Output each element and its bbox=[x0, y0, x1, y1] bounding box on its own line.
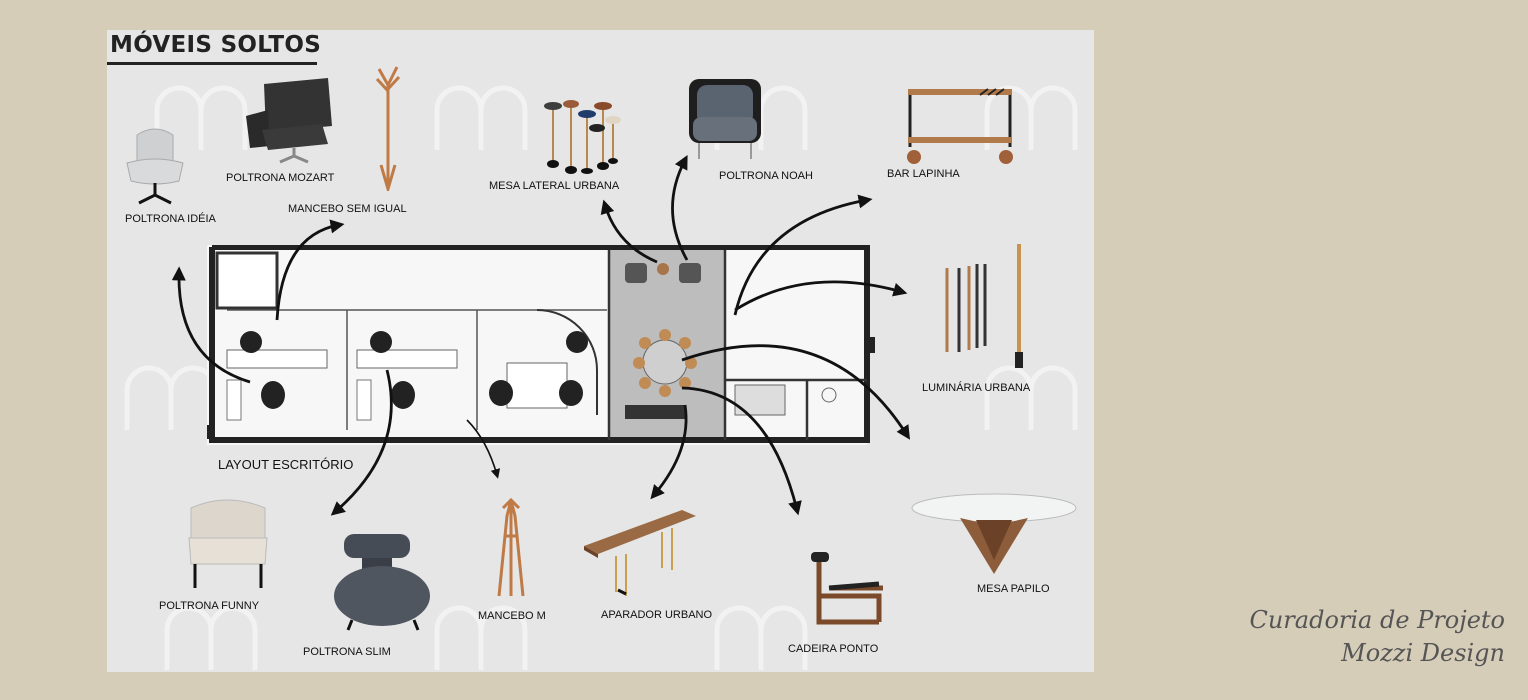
luminaria-urbana-label: LUMINÁRIA URBANA bbox=[922, 382, 1031, 394]
cadeira-ponto-label: CADEIRA PONTO bbox=[788, 643, 879, 655]
mancebo-m-label: MANCEBO M bbox=[478, 610, 546, 622]
luminaria-urbana-image bbox=[945, 244, 1023, 368]
aparador-urbano-image bbox=[584, 510, 696, 596]
poltrona-slim-image bbox=[334, 534, 430, 631]
poltrona-mozart-image bbox=[246, 78, 332, 164]
mancebo-m-image bbox=[497, 497, 525, 597]
aparador-urbano-label: APARADOR URBANO bbox=[601, 609, 713, 621]
bar-lapinha-label: BAR LAPINHA bbox=[887, 168, 960, 180]
poltrona-noah-image bbox=[689, 79, 761, 159]
poltrona-ideia-image bbox=[126, 128, 184, 205]
mancebo-sem-igual-image bbox=[375, 66, 401, 191]
board-title: MÓVEIS SOLTOS bbox=[110, 32, 322, 58]
credit-line-2: Mozzi Design bbox=[1341, 639, 1505, 667]
bar-lapinha-image bbox=[907, 88, 1013, 164]
poltrona-slim-label: POLTRONA SLIM bbox=[303, 646, 391, 658]
poltrona-noah-label: POLTRONA NOAH bbox=[719, 170, 813, 182]
watermark-pattern bbox=[124, 85, 1078, 670]
cadeira-ponto-image bbox=[811, 552, 883, 625]
mesa-papilo-image bbox=[911, 493, 1077, 574]
poltrona-mozart-label: POLTRONA MOZART bbox=[226, 172, 335, 184]
mesa-lateral-urbana-label: MESA LATERAL URBANA bbox=[489, 180, 620, 192]
poltrona-funny-label: POLTRONA FUNNY bbox=[159, 600, 260, 612]
layout-escritorio-label: LAYOUT ESCRITÓRIO bbox=[218, 457, 354, 472]
poltrona-ideia-label: POLTRONA IDÉIA bbox=[125, 213, 216, 225]
credit-line-1: Curadoria de Projeto bbox=[1249, 606, 1505, 634]
office-floor-plan bbox=[207, 245, 875, 445]
poltrona-funny-image bbox=[188, 499, 268, 588]
title-underline bbox=[107, 62, 317, 65]
mesa-papilo-label: MESA PAPILO bbox=[977, 583, 1050, 595]
mancebo-sem-igual-label: MANCEBO SEM IGUAL bbox=[288, 203, 407, 215]
mesa-lateral-urbana-image bbox=[544, 100, 621, 174]
moodboard: MÓVEIS SOLTOS bbox=[107, 30, 1094, 672]
